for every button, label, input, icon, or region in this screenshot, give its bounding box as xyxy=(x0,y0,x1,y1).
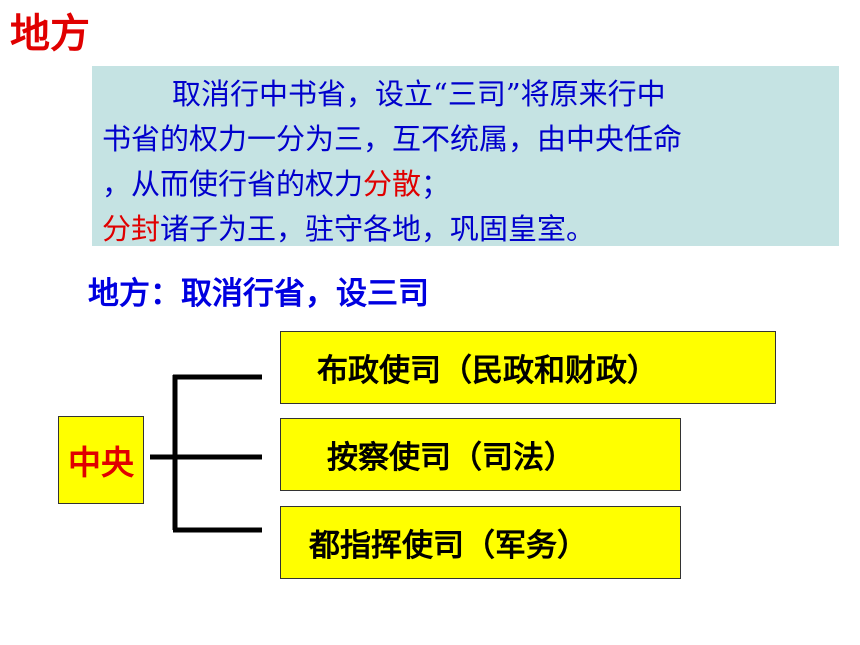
note-line-3: ，从而使行省的权力分散； xyxy=(102,162,829,207)
note-highlight-fensan: 分散 xyxy=(363,167,422,201)
center-node: 中央 xyxy=(58,416,144,504)
note-highlight-fenfeng: 分封 xyxy=(102,212,161,246)
note-line-4-text: 诸子为王，驻守各地，巩固皇室。 xyxy=(160,212,596,246)
note-line-3-text: ，从而使行省的权力 xyxy=(102,167,364,201)
office-node-anchashisi: 按察使司（司法） xyxy=(280,418,681,491)
page-title: 地方 xyxy=(10,10,90,57)
note-line-3-end: ； xyxy=(421,167,451,201)
note-line-1: 取消行中书省，设立“三司”将原来行中 xyxy=(172,77,666,111)
office-node-buzhengshisi: 布政使司（民政和财政） xyxy=(280,331,776,404)
office-node-duzhihuishisi: 都指挥使司（军务） xyxy=(280,506,681,579)
note-line-4: 分封诸子为王，驻守各地，巩固皇室。 xyxy=(102,207,829,252)
note-line-2: 书省的权力一分为三，互不统属，由中央任命 xyxy=(102,122,683,156)
note-box: 取消行中书省，设立“三司”将原来行中 书省的权力一分为三，互不统属，由中央任命 … xyxy=(92,66,839,246)
section-heading: 地方：取消行省，设三司 xyxy=(88,276,429,312)
